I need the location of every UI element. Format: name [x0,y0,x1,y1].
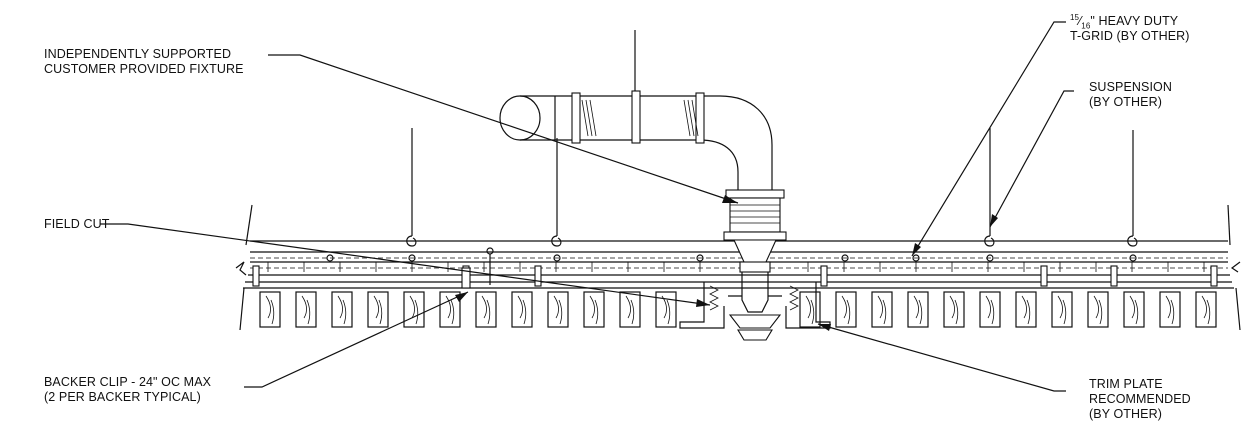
backer-clip-label-line1: BACKER CLIP - 24" OC MAX [44,375,212,389]
baffle-grain [913,295,923,325]
grid-hole [986,254,994,262]
baffle [367,291,389,328]
baffle-grain [949,295,959,325]
backer-clip [820,265,828,287]
baffle [835,291,857,328]
baffle [1123,291,1145,328]
baffle-grain [373,295,383,325]
sprinkler-fixture [499,30,831,341]
baffle-grain [625,295,635,325]
backer-clip-label-line2: (2 PER BACKER TYPICAL) [44,390,201,404]
leader-lines [100,21,1074,392]
baffle-grain [661,295,671,325]
baffle [295,291,317,328]
baffle-grain [1165,295,1175,325]
backer-clip [1110,265,1118,287]
baffle-grain [1093,295,1103,325]
baffle-grain [841,295,851,325]
baffle [331,291,353,328]
field-cut-label-text: FIELD CUT [44,217,110,231]
baffle-grain [877,295,887,325]
backer-clip [1040,265,1048,287]
grid-hole [696,254,704,262]
field-cut-label: FIELD CUT [44,217,110,232]
baffle [1015,291,1037,328]
trim-plate-label: TRIM PLATE RECOMMENDED (BY OTHER) [1089,377,1191,422]
grid-hole [553,254,561,262]
baffle [475,291,497,328]
baffle-grain [409,295,419,325]
baffle-grain [1201,295,1211,325]
fixture-label: INDEPENDENTLY SUPPORTED CUSTOMER PROVIDE… [44,47,244,77]
grid-hole [841,254,849,262]
grid-hole [326,254,334,262]
grid-hole [1129,254,1137,262]
backer-clip [1210,265,1218,287]
backer-clip [534,265,542,287]
baffle [259,291,281,328]
t-grid-label-line2: T-GRID (BY OTHER) [1070,29,1190,43]
baffle [403,291,425,328]
baffle-grain [481,295,491,325]
fraction-denominator: 16 [1081,21,1091,31]
baffle [439,291,461,328]
baffle-grain [265,295,275,325]
baffle [979,291,1001,328]
backer-clip-detail [461,247,494,289]
t-grid-label-rest: " HEAVY DUTY [1090,14,1179,28]
trim-plate-label-line2: RECOMMENDED [1089,392,1191,406]
trim-plate-label-line3: (BY OTHER) [1089,407,1162,421]
grid-hole [912,254,920,262]
baffle-grain [301,295,311,325]
ceiling-baffles [259,291,1217,328]
suspension-label-line1: SUSPENSION [1089,80,1172,94]
grid-holes-and-slots [252,254,1218,287]
suspension-label-line2: (BY OTHER) [1089,95,1162,109]
baffle-grain [337,295,347,325]
baffle-grain [985,295,995,325]
suspension-label: SUSPENSION (BY OTHER) [1089,80,1172,110]
trim-plate-label-line1: TRIM PLATE [1089,377,1163,391]
baffle-grain [517,295,527,325]
baffle [547,291,569,328]
backer-clip-label: BACKER CLIP - 24" OC MAX (2 PER BACKER T… [44,375,211,405]
baffle-grain [1021,295,1031,325]
baffle-grain [1129,295,1139,325]
baffle [655,291,677,328]
fraction-numerator: 15 [1070,12,1080,22]
baffle [1159,291,1181,328]
t-grid-label: 15⁄16" HEAVY DUTY T-GRID (BY OTHER) [1070,12,1190,44]
baffle [1051,291,1073,328]
hanger-wires [406,128,1138,247]
baffle-grain [445,295,455,325]
baffle [1087,291,1109,328]
baffle [511,291,533,328]
t-grid-label-line1: 15⁄16" HEAVY DUTY [1070,12,1179,31]
baffle [619,291,641,328]
fixture-label-line2: CUSTOMER PROVIDED FIXTURE [44,62,244,76]
baffle-grain [589,295,599,325]
baffle [1195,291,1217,328]
grid-hole [408,254,416,262]
baffle [907,291,929,328]
backer-clip [252,265,260,287]
baffle [871,291,893,328]
baffle-grain [553,295,563,325]
baffle-grain [1057,295,1067,325]
fixture-label-line1: INDEPENDENTLY SUPPORTED [44,47,232,61]
baffle [799,291,821,328]
baffle [583,291,605,328]
baffle-grain [805,295,815,325]
baffle [943,291,965,328]
